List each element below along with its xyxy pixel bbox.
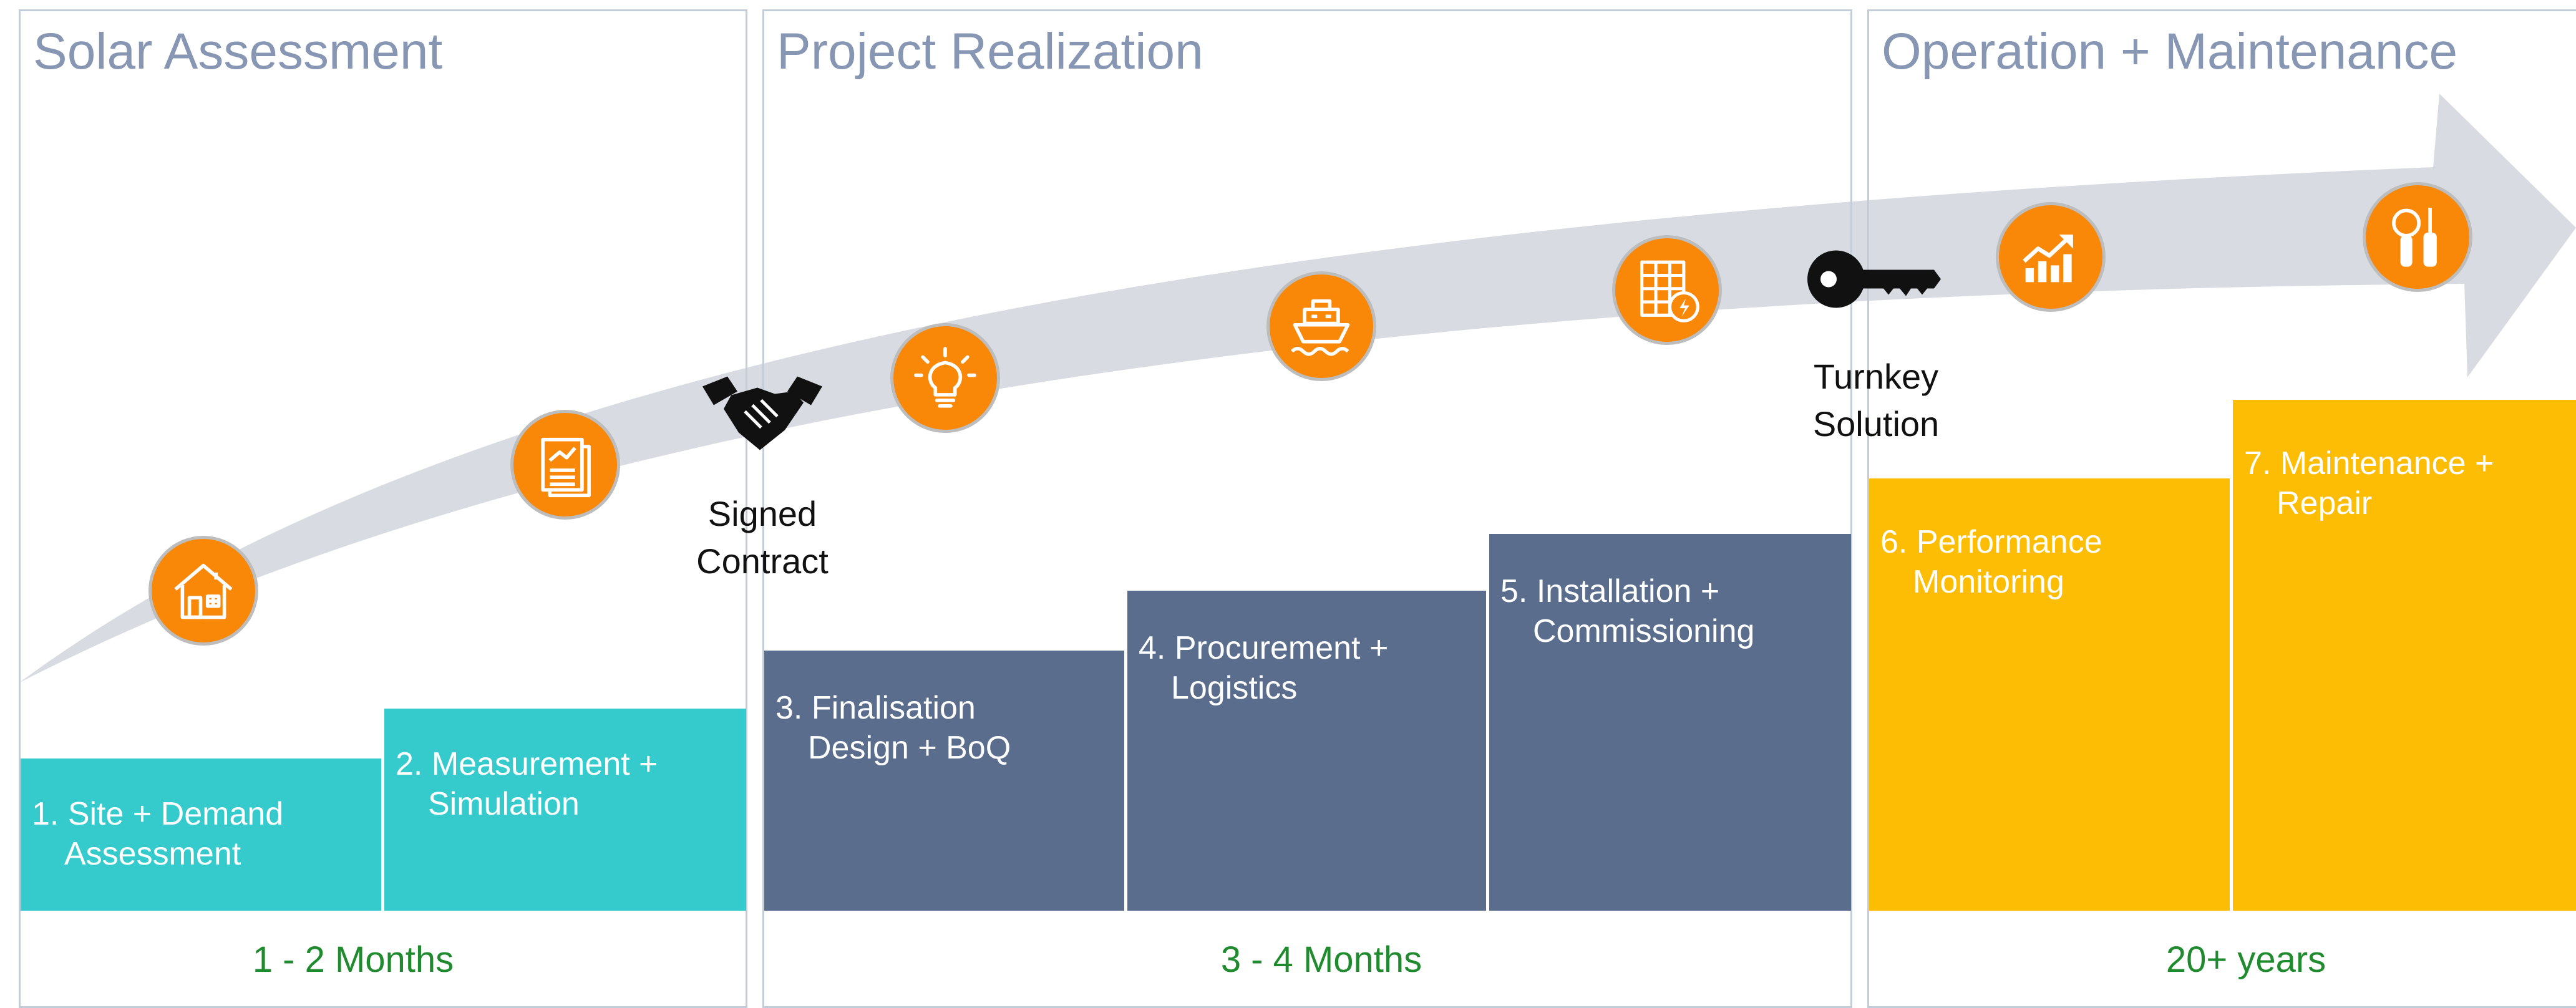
step-label: Logistics [1171,670,1298,706]
step-label: 3. Finalisation [775,690,976,726]
step-label: 5. Installation + [1500,573,1720,609]
phase-title: Operation + Maintenance [1882,23,2458,80]
milestone-label: Contract [696,541,829,581]
step-label: 7. Maintenance + [2244,445,2494,482]
milestone-label: Turnkey [1813,357,1939,396]
house-icon [148,536,258,646]
step-label: Repair [2277,485,2373,521]
step-label: 1. Site + Demand [32,796,284,832]
step-procurement-logistics: 4. Procurement + Logistics [1127,591,1486,911]
phase-operation-maintenance: Operation + Maintenance [1867,9,2576,1008]
step-label: 4. Procurement + [1139,630,1389,666]
milestone-turnkey-solution: Turnkey Solution [1813,353,1939,448]
step-performance-monitoring: 6. Performance Monitoring [1869,478,2230,911]
milestone-label: Signed [707,494,817,533]
key-icon [1806,245,1943,317]
growth-chart-icon [1996,202,2106,312]
step-label: Simulation [428,786,580,822]
step-label: Assessment [64,836,241,872]
duration-operation-maintenance: 20+ years [2165,939,2326,980]
step-measurement-simulation: 2. Measurement + Simulation [384,709,746,911]
step-site-demand-assessment: 1. Site + Demand Assessment [21,758,381,911]
ship-icon [1266,271,1376,381]
milestone-signed-contract: Signed Contract [696,490,829,585]
solar-panel-icon [1612,235,1722,345]
phase-title: Solar Assessment [33,23,443,80]
step-finalisation-design: 3. Finalisation Design + BoQ [764,651,1124,911]
handshake-icon [700,373,825,463]
step-label: Design + BoQ [808,730,1011,766]
duration-project-realization: 3 - 4 Months [1220,939,1422,980]
step-installation-commissioning: 5. Installation + Commissioning [1489,534,1851,911]
step-label: 6. Performance [1880,524,2102,560]
step-label: 2. Measurement + [396,746,658,782]
step-maintenance-repair: 7. Maintenance + Repair [2233,400,2576,911]
step-label: Monitoring [1913,564,2064,600]
report-chart-icon [510,410,620,520]
duration-solar-assessment: 1 - 2 Months [252,939,454,980]
step-label: Commissioning [1533,613,1755,649]
lightbulb-icon [890,323,1000,433]
magnifier-screwdriver-icon [2363,182,2472,292]
phase-title: Project Realization [777,23,1203,80]
milestone-label: Solution [1812,404,1940,443]
